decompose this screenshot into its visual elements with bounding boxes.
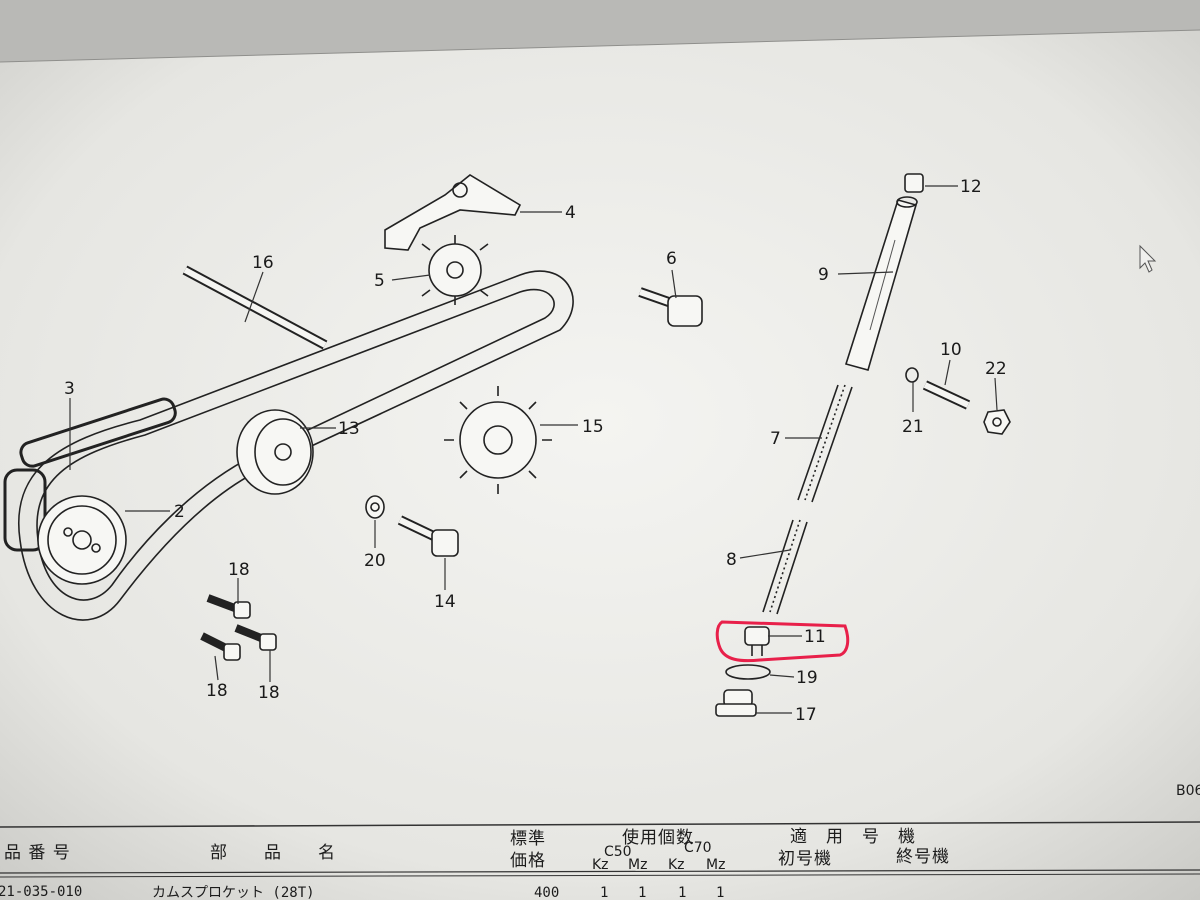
row-part-name: カムスプロケット (28T) [152,885,315,900]
callout-3: 3 [64,379,75,399]
callout-22: 22 [985,359,1007,379]
bolt-14 [397,515,459,557]
callout-2: 2 [174,502,185,522]
parts-table: 品 番 号 部 品 名 標準 価格 使用個数 C50 C70 Kz Mz Kz … [0,821,1200,900]
row-qty-4: 1 [716,885,724,900]
header-mz-1: Mz [628,857,647,873]
washer-19 [725,664,771,680]
header-usage-c70: C70 [684,840,712,856]
highlight-circle [715,620,850,663]
header-mz-2: Mz [706,857,725,873]
row-price: 400 [534,885,559,900]
callout-8: 8 [726,550,737,570]
row-qty-1: 1 [600,885,608,900]
header-usage-c50: C50 [604,844,632,860]
callout-11: 11 [804,627,826,647]
callout-labels: 4 5 16 6 12 9 10 22 21 3 13 15 7 2 20 14… [64,177,1007,725]
callout-18a: 18 [228,560,250,580]
callout-6: 6 [666,249,677,269]
header-first-serial: 初号機 [778,849,832,869]
tensioner-rod [844,196,918,371]
chain-roller [236,409,314,495]
header-kz-1: Kz [592,857,609,873]
header-std-price-top: 標準 [510,829,546,849]
roller-pin [182,265,328,350]
stud-bolt-10 [922,380,971,410]
bolts-18 [200,594,277,661]
table-row: 21-035-010 カムスプロケット (28T) 400 1 1 1 1 [0,884,724,900]
cap-12 [904,173,924,193]
leader-lines [69,185,998,714]
nut-22 [983,409,1011,435]
header-part-name: 部 品 名 [210,843,336,863]
guide-bracket [384,174,522,251]
chain-links-left [3,397,177,552]
callout-21: 21 [902,417,924,437]
callout-19: 19 [796,668,818,688]
spring-7 [797,384,853,503]
callout-14: 14 [434,592,456,612]
flange-bolt-6 [638,287,703,327]
tensioner-bolt-11 [744,626,770,656]
header-kz-2: Kz [668,857,685,873]
header-applicable: 適 用 号 機 [790,827,916,847]
mouse-cursor-icon [1139,244,1157,273]
callout-10: 10 [940,340,962,360]
callout-4: 4 [565,203,576,223]
sealing-plug-17 [715,689,757,717]
guide-sprocket-small [421,235,489,305]
callout-20: 20 [364,551,386,571]
header-last-serial: 終号機 [896,847,950,867]
paper-sheet [0,30,1200,900]
row-qty-3: 1 [678,885,686,900]
row-qty-2: 1 [638,885,646,900]
callout-5: 5 [374,271,385,291]
header-usage: 使用個数 [622,827,694,848]
header-std-price-bottom: 価格 [510,851,546,871]
callout-18b: 18 [206,681,228,701]
callout-16: 16 [252,253,274,273]
figure-code: B06 [1176,783,1200,799]
callout-7: 7 [770,429,781,449]
callout-15: 15 [582,417,604,437]
header-part-number: 品 番 号 [4,843,71,863]
callout-18c: 18 [258,683,280,703]
row-part-number: 21-035-010 [0,884,82,900]
callout-9: 9 [818,265,829,285]
callout-13: 13 [338,419,360,439]
washer-21 [905,367,919,383]
cam-sprocket [444,386,552,494]
callout-12: 12 [960,177,982,197]
spring-8 [762,519,808,615]
callout-17: 17 [795,705,817,725]
washer-20 [365,495,385,519]
crank-sprocket [37,495,127,585]
